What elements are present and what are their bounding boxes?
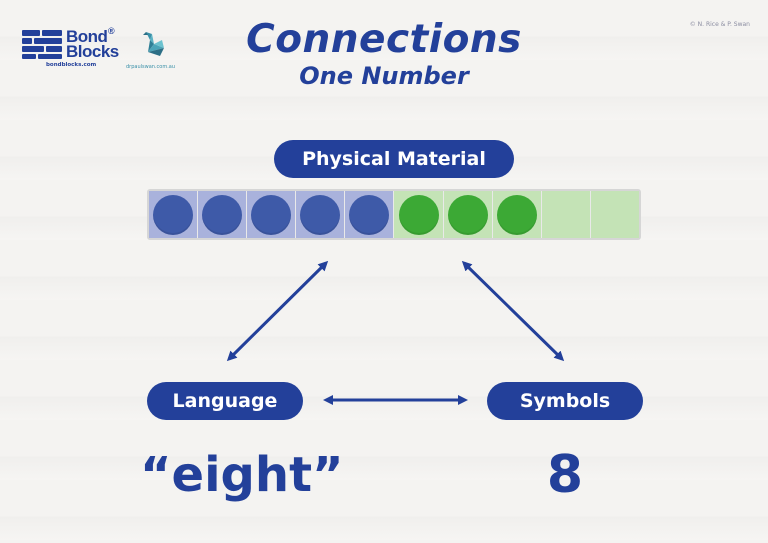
- arrow-material-language: [226, 260, 329, 362]
- arrow-material-symbols: [461, 260, 565, 362]
- ten-frame-cell: [296, 191, 346, 238]
- blue-counter: [300, 194, 341, 235]
- ten-frame-cell: [345, 191, 395, 238]
- blue-counter: [349, 194, 390, 235]
- page-title: Connections: [246, 17, 522, 62]
- physical-material-label: Physical Material: [274, 140, 514, 178]
- ten-frame-cell-empty: [590, 191, 639, 238]
- ten-frame-cell: [492, 191, 542, 238]
- copyright-note: © N. Rice & P. Swan: [689, 21, 750, 28]
- bondblocks-logo-line1: Bond: [66, 27, 108, 46]
- ten-frame-cell: [149, 191, 199, 238]
- bondblocks-logo-line2: Blocks: [66, 42, 119, 61]
- ten-frame-cell: [247, 191, 297, 238]
- registered-mark: ®: [108, 26, 115, 36]
- number-word: “eight”: [140, 447, 344, 503]
- blue-counter: [251, 194, 292, 235]
- blue-counter: [202, 194, 243, 235]
- blue-counter: [153, 194, 194, 235]
- bondblocks-logo: Bond ® Blocks: [22, 26, 122, 72]
- green-counter: [496, 194, 537, 235]
- ten-frame-cell: [443, 191, 493, 238]
- green-counter: [447, 194, 488, 235]
- bondblocks-url: bondblocks.com: [46, 62, 97, 68]
- language-label: Language: [147, 382, 303, 420]
- page-subtitle: One Number: [299, 62, 469, 90]
- ten-frame: [147, 189, 641, 240]
- ten-frame-cell: [394, 191, 444, 238]
- symbols-label: Symbols: [487, 382, 643, 420]
- number-numeral: 8: [546, 445, 584, 505]
- ten-frame-cell: [198, 191, 248, 238]
- green-counter: [398, 194, 439, 235]
- ten-frame-cell-empty: [541, 191, 591, 238]
- swan-logo-icon: [138, 30, 178, 62]
- drpaulswan-url: drpaulswan.com.au: [126, 64, 176, 70]
